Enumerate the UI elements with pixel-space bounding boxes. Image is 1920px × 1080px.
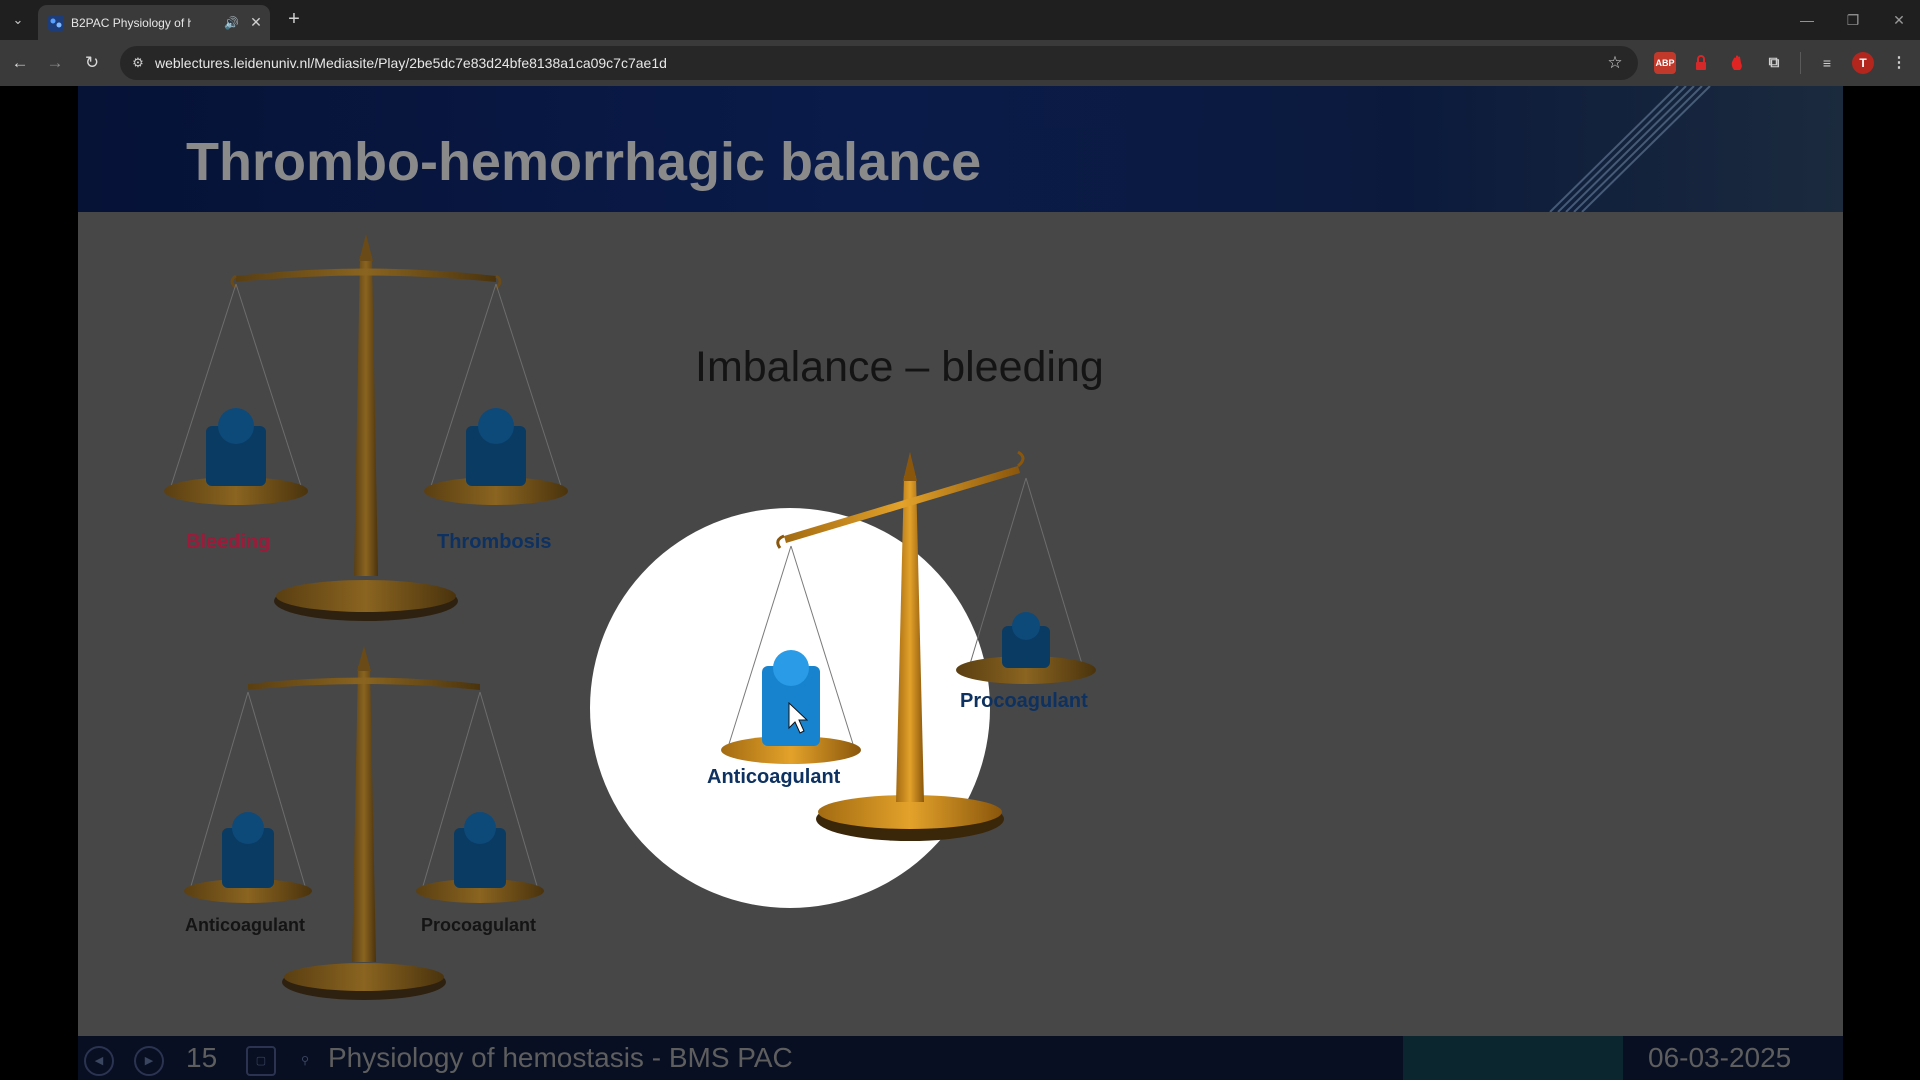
minimize-icon[interactable]: —	[1800, 12, 1814, 28]
lecture-slide: Thrombo-hemorrhagic balance	[78, 86, 1843, 1036]
balance-scales-illustration	[164, 234, 1096, 1000]
footer-date: 06-03-2025	[1648, 1042, 1792, 1073]
address-bar[interactable]: ⚙ weblectures.leidenuniv.nl/Mediasite/Pl…	[120, 46, 1638, 80]
restore-icon[interactable]: ❐	[1846, 12, 1860, 28]
browser-menu-icon[interactable]: ⋮	[1891, 54, 1907, 71]
slide-number: 15	[186, 1042, 218, 1073]
player-controls: ◀ ▶ 15 ▢ ⚲ Physiology of hemostasis - BM…	[78, 1036, 1843, 1080]
slide-title: Thrombo-hemorrhagic balance	[186, 132, 982, 192]
search-icon[interactable]: ⚲	[300, 1055, 310, 1067]
scale-2	[184, 646, 544, 1000]
next-slide-icon[interactable]: ▶	[134, 1046, 164, 1076]
slide-subtitle: Imbalance – bleeding	[695, 343, 1104, 391]
slide-header	[78, 86, 1843, 212]
forward-icon[interactable]: →	[46, 53, 64, 72]
media-control-icon[interactable]: ≡	[1822, 55, 1832, 71]
bookmark-star-icon[interactable]: ☆	[1607, 53, 1623, 72]
url-text[interactable]: weblectures.leidenuniv.nl/Mediasite/Play…	[155, 55, 667, 71]
site-info-icon[interactable]: ⚙	[132, 55, 144, 70]
profile-avatar[interactable]: T	[1852, 52, 1874, 74]
lock-extension-icon[interactable]	[1690, 52, 1712, 74]
scale-3	[721, 450, 1096, 841]
label-procoagulant-3: Procoagulant	[960, 690, 1088, 712]
tab-strip: ⌄ B2PAC Physiology of hemostasis - BMS P…	[0, 0, 1920, 40]
tab-title: B2PAC Physiology of hemostasis - BMS PAC	[71, 16, 191, 30]
header-stripes-decoration	[1549, 86, 1711, 212]
browser-tab[interactable]: B2PAC Physiology of hemostasis - BMS PAC…	[38, 5, 270, 40]
scale-1	[164, 234, 568, 621]
label-bleeding: Bleeding	[186, 531, 271, 553]
previous-slide-icon[interactable]: ◀	[84, 1046, 114, 1076]
extensions-puzzle-icon[interactable]: ⧉	[1768, 54, 1780, 71]
adblock-plus-icon[interactable]: ABP	[1654, 52, 1676, 74]
footer-title: Physiology of hemostasis - BMS PAC	[328, 1042, 793, 1073]
hand-extension-icon[interactable]	[1726, 52, 1748, 74]
new-tab-button[interactable]: +	[288, 8, 300, 30]
reload-icon[interactable]: ↻	[84, 53, 100, 72]
tab-search-icon[interactable]: ⌄	[12, 12, 24, 27]
mediasite-favicon-icon	[48, 15, 64, 31]
slides-overview-icon[interactable]: ▢	[246, 1046, 276, 1076]
label-anticoagulant-3: Anticoagulant	[707, 766, 841, 788]
window-close-icon[interactable]: ✕	[1893, 12, 1905, 28]
tab-audio-icon[interactable]: 🔊	[224, 16, 239, 30]
mouse-cursor-icon	[788, 701, 809, 734]
footer-accent-band	[1403, 1036, 1623, 1080]
toolbar-divider	[1800, 52, 1801, 74]
label-anticoagulant-2: Anticoagulant	[185, 915, 305, 935]
label-thrombosis: Thrombosis	[437, 531, 552, 553]
browser-toolbar: ← → ↻ ⚙ weblectures.leidenuniv.nl/Medias…	[0, 40, 1920, 86]
label-procoagulant-2: Procoagulant	[421, 915, 537, 935]
back-icon[interactable]: ←	[11, 53, 29, 72]
tab-close-icon[interactable]: ✕	[250, 14, 262, 30]
